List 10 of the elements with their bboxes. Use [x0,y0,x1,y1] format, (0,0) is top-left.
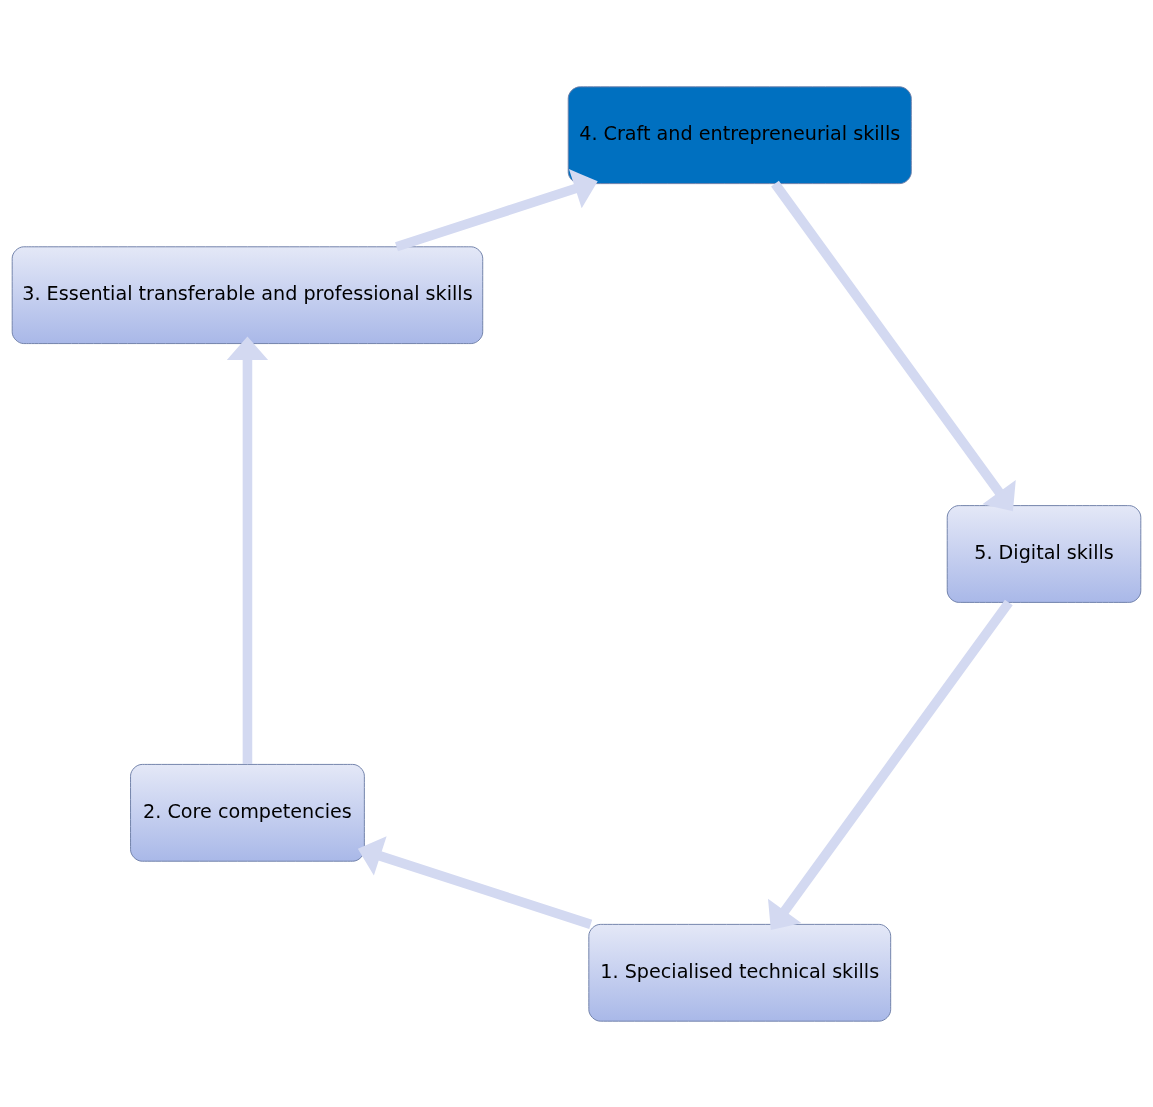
arrow [357,835,593,929]
node-box: 2. Core competencies [130,763,365,862]
arrow [768,599,1013,930]
arrow [226,335,269,764]
node-box: 1. Specialised technical skills [588,923,892,1022]
arrow [395,168,598,251]
node-box: 4. Craft and entrepreneurial skills [567,85,912,184]
node-box: 5. Digital skills [946,504,1142,603]
node-box: 3. Essential transferable and professional skills [11,245,484,344]
arrow [771,180,1016,511]
